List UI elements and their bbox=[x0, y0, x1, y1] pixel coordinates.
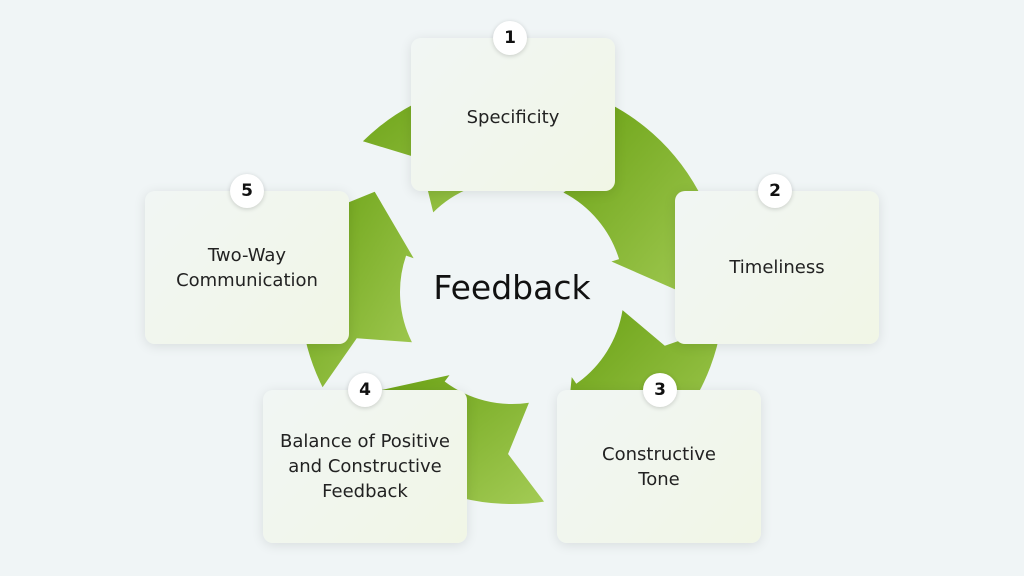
step-card-2: Timeliness bbox=[675, 191, 879, 344]
center-title: Feedback bbox=[433, 268, 591, 307]
step-number-badge-2: 2 bbox=[758, 174, 792, 208]
step-card-4: Balance of Positive and Constructive Fee… bbox=[263, 390, 467, 543]
step-number-badge-4: 4 bbox=[348, 373, 382, 407]
step-label: Timeliness bbox=[729, 257, 825, 278]
step-number-badge-3: 3 bbox=[643, 373, 677, 407]
step-card-5: Two-Way Communication bbox=[145, 191, 349, 344]
step-card-1: Specificity bbox=[411, 38, 615, 191]
step-number-badge-5: 5 bbox=[230, 174, 264, 208]
step-label: Specificity bbox=[466, 107, 560, 128]
step-label: Two-Way Communication bbox=[176, 244, 318, 291]
step-card-3: Constructive Tone bbox=[557, 390, 761, 543]
step-label: Constructive Tone bbox=[602, 443, 716, 490]
step-label: Balance of Positive and Constructive Fee… bbox=[280, 431, 450, 502]
step-number-badge-1: 1 bbox=[493, 21, 527, 55]
